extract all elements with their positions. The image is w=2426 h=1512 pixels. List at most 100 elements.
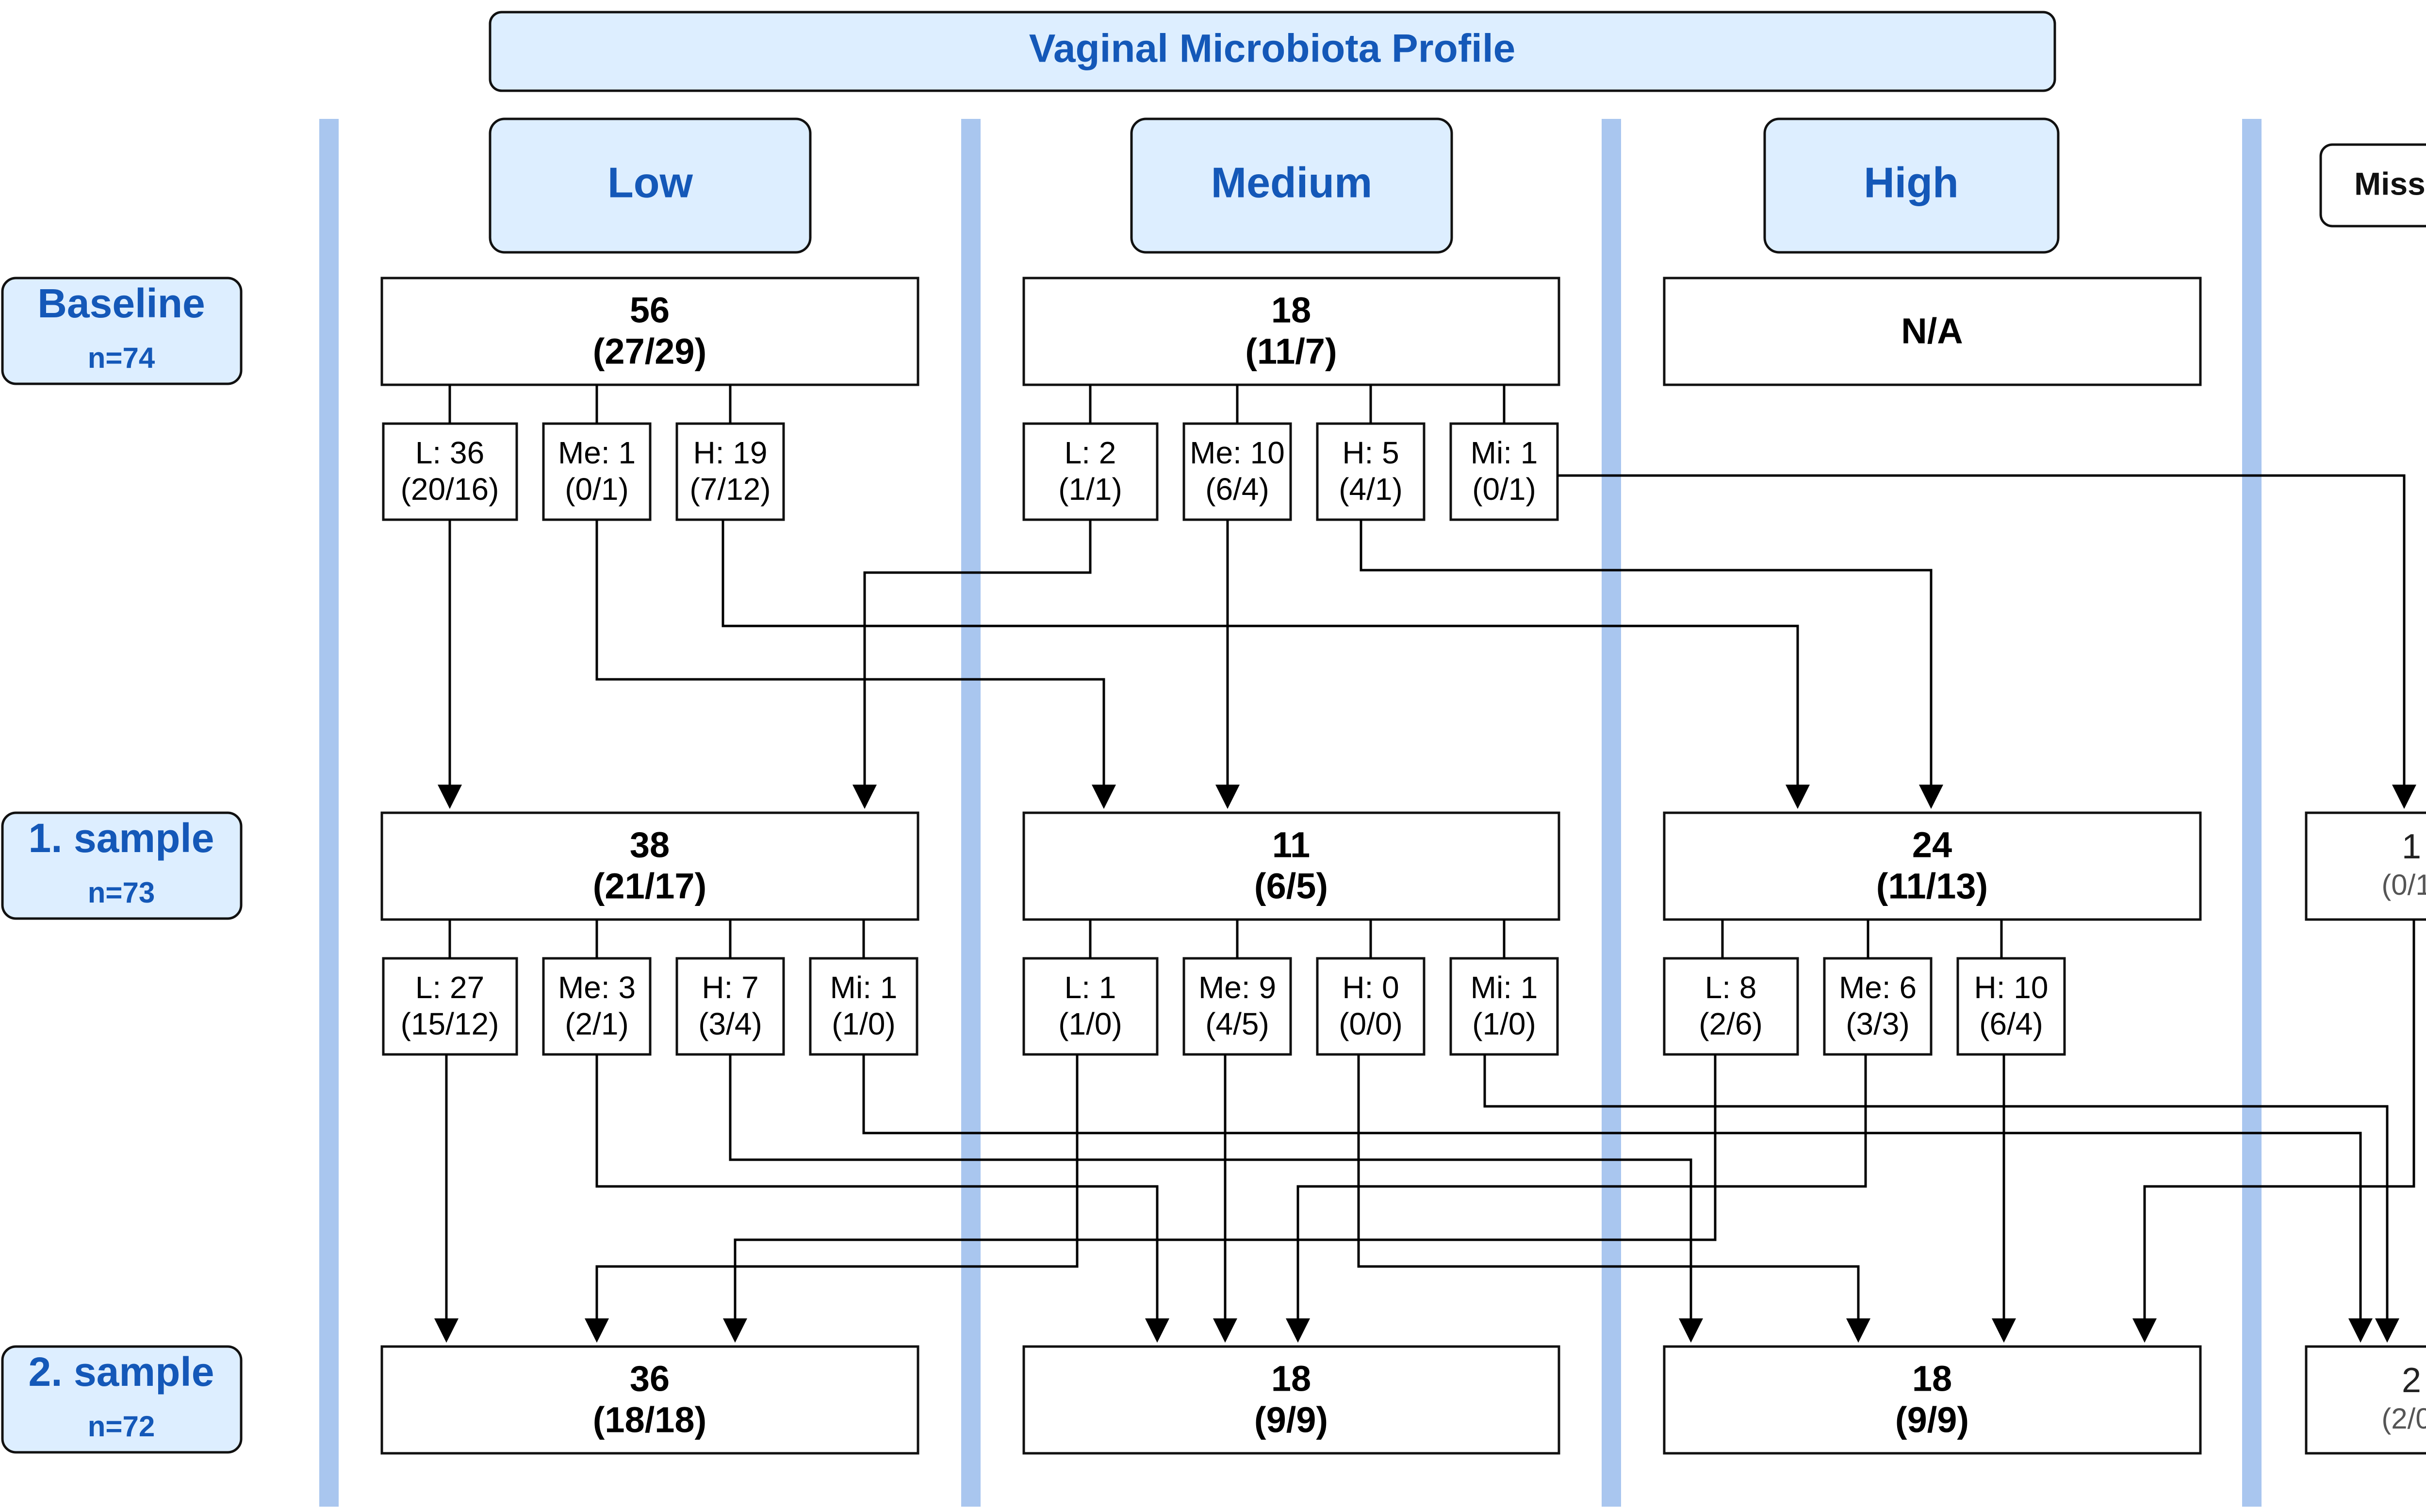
st-medium-to-medium-label: Me: 9: [1198, 970, 1276, 1005]
bt-low-to-medium: Me: 1 (0/1): [542, 422, 652, 521]
st-medium-to-medium: Me: 9 (4/5): [1182, 957, 1292, 1056]
header-missing-label: Missing: [2354, 165, 2426, 201]
sample1-medium-box: 11 (6/5): [1022, 811, 1560, 921]
bt-low-to-low: L: 36 (20/16): [382, 422, 518, 521]
flow-s1-medium-missing: [1483, 1054, 2399, 1343]
lane-bar-1: [319, 119, 339, 1507]
timepoint-sample1: 1. sample n=73: [1, 811, 243, 920]
flow-s1-medium-low: [585, 1054, 1079, 1343]
header-low: Low: [489, 117, 812, 254]
sample2-low-total: 36: [630, 1359, 670, 1399]
bt-low-to-high: H: 19 (7/12): [675, 422, 785, 521]
header-medium-label: Medium: [1211, 158, 1372, 206]
st-medium-to-high-label: H: 0: [1342, 970, 1399, 1005]
st-medium-to-high-split: (0/0): [1339, 1006, 1403, 1041]
baseline-medium-split: (11/7): [1245, 331, 1337, 372]
bt-medium-to-high-split: (4/1): [1339, 472, 1403, 507]
bt-low-to-low-label: L: 36: [415, 435, 484, 470]
st-high-to-high-split: (6/4): [1979, 1006, 2043, 1041]
header-high: High: [1763, 117, 2060, 254]
page-title: Vaginal Microbiota Profile: [1029, 27, 1515, 71]
header-low-label: Low: [607, 158, 693, 206]
bt-medium-to-missing-label: Mi: 1: [1471, 435, 1538, 470]
timepoint-labels: Baseline n=74 1. sample n=73 2. sample n…: [1, 277, 243, 1454]
sample1-medium-total: 11: [1272, 825, 1310, 865]
st-low-to-high: H: 7 (3/4): [675, 957, 785, 1056]
sample1-row: 38 (21/17) 11 (6/5) 24 (11/13) 1 (0/1): [380, 811, 2426, 921]
st-low-to-medium-label: Me: 3: [558, 970, 636, 1005]
sample2-row: 36 (18/18) 18 (9/9) 18 (9/9) 2 (2/0): [380, 1345, 2426, 1455]
timepoint-sample1-label: 1. sample: [29, 815, 214, 861]
st-low-to-low-label: L: 27: [415, 970, 484, 1005]
flow-s1-low-high: [729, 1054, 1703, 1343]
bt-medium-to-low-label: L: 2: [1065, 435, 1116, 470]
baseline-low-box: 56 (27/29): [380, 277, 919, 386]
sample1-medium-split: (6/5): [1254, 866, 1328, 906]
st-high-to-medium: Me: 6 (3/3): [1823, 957, 1933, 1056]
bt-medium-to-low: L: 2 (1/1): [1022, 422, 1159, 521]
sample1-missing-split: (0/1): [2381, 869, 2426, 901]
flow-s1-missing-high: [2132, 920, 2415, 1343]
st-high-to-high: H: 10 (6/4): [1956, 957, 2066, 1056]
bt-medium-to-medium: Me: 10 (6/4): [1182, 422, 1292, 521]
flow-s1-high-low: [723, 1054, 1717, 1343]
category-headers: Low Medium High Missing: [489, 117, 2426, 254]
header-medium: Medium: [1130, 117, 1453, 254]
sample2-high-total: 18: [1912, 1359, 1952, 1399]
baseline-row: 56 (27/29) 18 (11/7) N/A: [380, 277, 2202, 386]
st-low-to-high-label: H: 7: [702, 970, 758, 1005]
baseline-transitions: L: 36 (20/16) Me: 1 (0/1) H: 19 (7/12) L…: [382, 422, 1559, 521]
bt-medium-to-high-label: H: 5: [1342, 435, 1399, 470]
flow-b-medium-missing: [1557, 474, 2416, 809]
sample1-transitions: L: 27 (15/12) Me: 3 (2/1) H: 7 (3/4) Mi:…: [382, 957, 2066, 1056]
baseline-high-box: N/A: [1663, 277, 2202, 386]
flow-b-low-medium: [595, 520, 1116, 809]
st-medium-to-low-split: (1/0): [1058, 1006, 1122, 1041]
sample1-low-split: (21/17): [593, 866, 706, 906]
bt-medium-to-missing: Mi: 1 (0/1): [1449, 422, 1559, 521]
sample2-low-box: 36 (18/18): [380, 1345, 919, 1455]
sample1-low-total: 38: [630, 825, 670, 865]
st-high-to-medium-label: Me: 6: [1839, 970, 1917, 1005]
baseline-medium-total: 18: [1271, 290, 1311, 330]
sample2-medium-total: 18: [1271, 1359, 1311, 1399]
title-box: Vaginal Microbiota Profile: [489, 11, 2056, 92]
st-medium-to-high: H: 0 (0/0): [1316, 957, 1426, 1056]
bt-low-to-high-split: (7/12): [689, 472, 770, 507]
sample1-high-split: (11/13): [1876, 866, 1988, 906]
sample2-medium-split: (9/9): [1254, 1400, 1328, 1440]
flow-s1-high-medium: [1286, 1054, 1867, 1343]
header-missing: Missing: [2319, 143, 2426, 228]
sample2-low-split: (18/18): [593, 1400, 706, 1440]
sample2-missing-total: 2: [2402, 1361, 2421, 1400]
bt-medium-to-low-split: (1/1): [1058, 472, 1122, 507]
flow-s1-low-missing: [862, 1054, 2373, 1343]
st-high-to-high-label: H: 10: [1974, 970, 2049, 1005]
st-low-to-low: L: 27 (15/12): [382, 957, 518, 1056]
baseline-low-split: (27/29): [593, 331, 706, 372]
timepoint-baseline-n: n=74: [88, 342, 155, 374]
flow-s1-low-medium: [595, 1054, 1169, 1343]
sample2-high-box: 18 (9/9): [1663, 1345, 2202, 1455]
header-high-label: High: [1864, 158, 1959, 206]
lane-separators: [319, 119, 2262, 1507]
st-low-to-low-split: (15/12): [401, 1006, 499, 1041]
timepoint-sample2-label: 2. sample: [29, 1349, 214, 1395]
timepoint-sample2: 2. sample n=72: [1, 1345, 243, 1454]
st-high-to-low: L: 8 (2/6): [1663, 957, 1799, 1056]
baseline-high-total: N/A: [1901, 311, 1963, 351]
bt-low-to-low-split: (20/16): [401, 472, 499, 507]
baseline-medium-box: 18 (11/7): [1022, 277, 1560, 386]
flow-s1-medium-high: [1357, 1054, 1870, 1343]
bt-low-to-high-label: H: 19: [693, 435, 768, 470]
st-medium-to-missing-label: Mi: 1: [1471, 970, 1538, 1005]
timepoint-baseline-label: Baseline: [37, 280, 205, 326]
st-low-to-missing-label: Mi: 1: [830, 970, 898, 1005]
bt-medium-to-medium-split: (6/4): [1205, 472, 1269, 507]
st-medium-to-missing-split: (1/0): [1472, 1006, 1536, 1041]
sample1-low-box: 38 (21/17): [380, 811, 919, 921]
timepoint-sample2-n: n=72: [88, 1410, 155, 1443]
bt-medium-to-medium-label: Me: 10: [1190, 435, 1285, 470]
st-low-to-missing: Mi: 1 (1/0): [809, 957, 918, 1056]
